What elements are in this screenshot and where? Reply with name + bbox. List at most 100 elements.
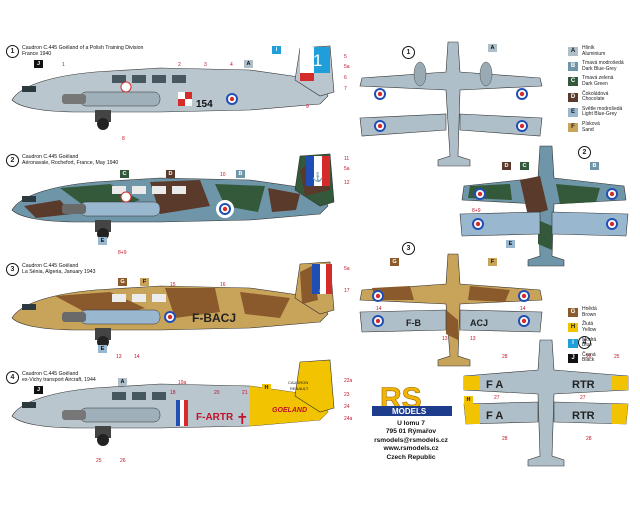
callout-p2-12: 12 <box>344 180 350 186</box>
callout-p2-10: 10 <box>220 172 226 178</box>
callout-p4-24a: 24a <box>344 416 353 422</box>
plan2-pill-green: C <box>520 162 529 170</box>
p3-pill-lightblue: E <box>98 345 107 353</box>
profile-4-aircraft: F-ARTR ✝ CAUDRON RENAULT GOELAND <box>11 359 335 446</box>
callout-p2-5a: 5a <box>344 166 350 172</box>
plan-view-3: F-B ACJ <box>359 253 543 367</box>
address-website[interactable]: www.rsmodels.cz <box>383 445 439 453</box>
p4-nose-line1: CAUDRON <box>288 380 308 385</box>
callout-p3-14: 14 <box>134 354 140 360</box>
callout-p1-4: 4 <box>230 62 233 68</box>
p2-pill-chocolate: D <box>166 170 175 178</box>
profile-2-line1: Caudron C.445 Goëland <box>22 154 79 160</box>
legend-en: Brown <box>582 311 597 318</box>
address-email[interactable]: rsmodels@rsmodels.cz <box>374 436 448 444</box>
legend-cz: Tmavá zelená <box>582 75 614 82</box>
p1-pill-blue: I <box>272 46 281 54</box>
legend-en: Sand <box>582 126 594 133</box>
callout-p3-5a: 5a <box>344 266 350 272</box>
plan-4-number: 4 <box>578 336 591 349</box>
profile-3-line2: La Sénia, Algeria, January 1943 <box>22 269 96 275</box>
callout-p4-22a: 22a <box>344 378 353 384</box>
callout-plan4-27a: 27 <box>494 395 500 401</box>
legend-cz: Hnědá <box>582 306 597 313</box>
legend-en: Chocolate <box>582 96 605 103</box>
p1-pill-black: J <box>34 60 43 68</box>
legend-cz: Tmavá modrošedá <box>582 60 624 67</box>
legend-cz: Modrá <box>582 336 597 343</box>
svg-text:✝: ✝ <box>236 410 249 428</box>
legend-swatch: F <box>568 122 578 132</box>
callout-p3-15: 15 <box>170 282 176 288</box>
plan-1-number: 1 <box>402 46 415 59</box>
callout-p1-2: 2 <box>178 62 181 68</box>
plan2-pill-bluegrey: B <box>590 162 599 170</box>
p1-fuselage-code: 154 <box>196 99 213 110</box>
legend-en: Aluminium <box>582 50 606 57</box>
plan3-pill-brown: G <box>390 258 399 266</box>
legend-en: Yellow <box>582 326 597 333</box>
p4-registration: F-ARTR <box>196 412 234 423</box>
callout-p1-5: 5 <box>344 54 347 60</box>
callout-p4-18: 18 <box>170 390 176 396</box>
callout-p1-3: 3 <box>204 62 207 68</box>
p3-wing-left-code: F-B <box>406 318 421 328</box>
p2-pill-green: C <box>120 170 129 178</box>
legend-swatch: B <box>568 62 578 72</box>
legend-cz: Žlutá <box>582 321 594 328</box>
legend-en: Blue <box>582 342 593 349</box>
profile-1-caption: Caudron C.445 Goëland of a Polish Traini… <box>22 45 222 57</box>
legend-en: Black <box>582 357 595 364</box>
callout-p2-89: 8+9 <box>118 250 127 256</box>
legend-cz: Černá <box>582 351 596 358</box>
legend-cz: Písková <box>582 120 600 127</box>
p2-pill-lightblue: E <box>98 237 107 245</box>
callout-plan4-28d: 28 <box>586 436 592 442</box>
plan1-pill-aluminium: A <box>488 44 497 52</box>
p3-pill-brown: G <box>118 278 127 286</box>
callout-p1-1: 1 <box>62 62 65 68</box>
legend-swatch: C <box>568 77 578 87</box>
callout-plan3-13a: 13 <box>442 336 448 342</box>
callout-p4-19a: 19a <box>178 380 187 386</box>
p3-registration: F-BACJ <box>192 311 236 325</box>
plan-2-number: 2 <box>578 146 591 159</box>
plan2-pill-chocolate: D <box>502 162 511 170</box>
callout-p1-8: 8 <box>122 136 125 142</box>
plan2-pill-lightblue: E <box>506 240 515 248</box>
callout-p4-25: 25 <box>96 458 102 464</box>
profile-3-caption: Caudron C.445 Goëland La Sénia, Algeria,… <box>22 263 222 275</box>
callout-p1-9: 9 <box>306 104 309 110</box>
callout-plan4-28b: 28 <box>586 354 592 360</box>
profile-1-aircraft: 154 1 <box>11 45 335 130</box>
plan3-pill-sand: F <box>488 258 497 266</box>
legend-en: Light Blue-Grey <box>582 111 617 118</box>
p4-bottom-left-reg: F A <box>486 410 503 422</box>
callout-plan2-89: 8+9 <box>472 208 481 214</box>
profile-2-caption: Caudron C.445 Goëland Aéronavale, Rochef… <box>22 154 222 166</box>
p4-pill-yellow: H <box>262 384 271 392</box>
callout-p3-13: 13 <box>116 354 122 360</box>
callout-p4-21: 21 <box>242 390 248 396</box>
rs-models-logo: RS MODELS <box>372 378 452 416</box>
p4-pill-black: J <box>34 386 43 394</box>
profile-4-line2: ex-Vichy transport Aircraft, 1944 <box>22 377 96 383</box>
p4-top-right-reg: RTR <box>572 379 595 391</box>
callout-p1-7: 7 <box>344 86 347 92</box>
profile-3-number: 3 <box>6 263 19 276</box>
